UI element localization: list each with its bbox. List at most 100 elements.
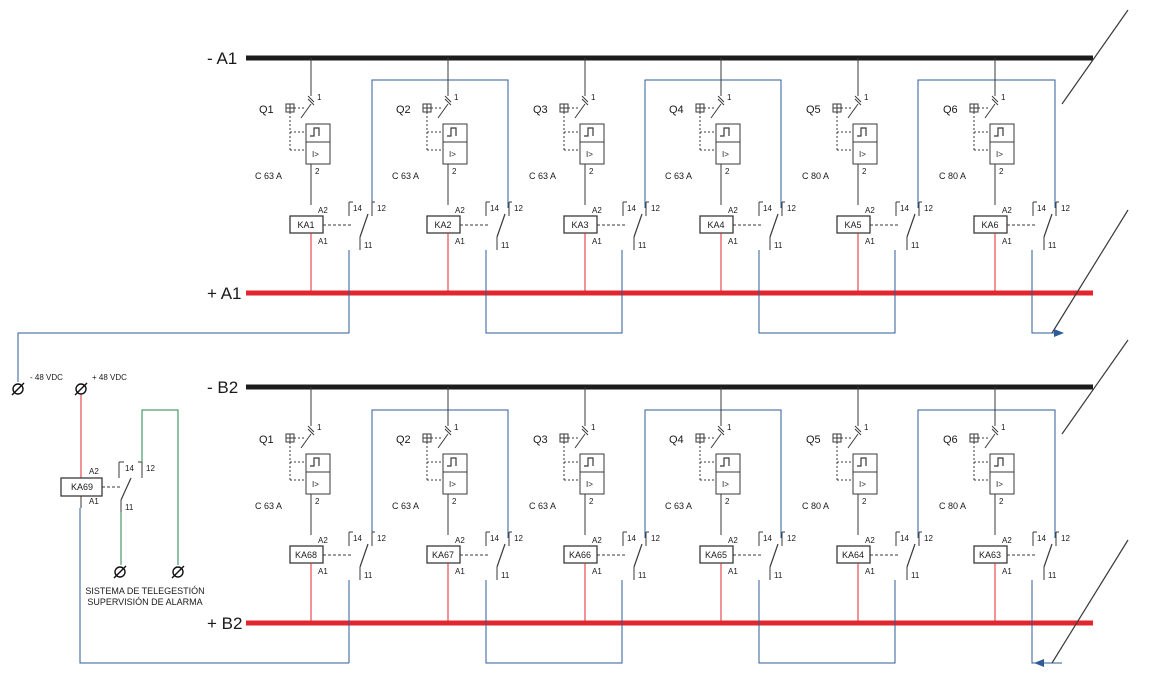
contact-terminal-12: 12 — [377, 204, 386, 213]
breaker-terminal-2: 2 — [725, 497, 730, 506]
terminal-mark — [717, 428, 725, 436]
coil-terminal-a2: A2 — [1002, 536, 1012, 545]
contact-terminal-12: 12 — [651, 534, 660, 543]
breaker-switch — [710, 103, 722, 119]
breaker-terminal-1: 1 — [864, 93, 869, 102]
coil-terminal-a2: A2 — [455, 206, 465, 215]
thermal-trip-icon — [305, 453, 331, 473]
positive-bus-label: + B2 — [207, 614, 242, 633]
terminal-mark — [444, 95, 452, 103]
contact-terminal-11: 11 — [1048, 571, 1057, 580]
contact-terminal-14: 14 — [627, 204, 636, 213]
loop-segment — [644, 79, 782, 208]
breaker-label: Q4 — [669, 434, 684, 446]
terminal-mark — [991, 428, 999, 436]
breaker-label: Q2 — [396, 104, 411, 116]
breaker-label: Q3 — [533, 434, 548, 446]
magnetic-trip-icon — [305, 471, 331, 495]
contact-blade — [906, 543, 916, 568]
terminal-mark — [307, 428, 315, 436]
breaker-rating: C 80 A — [802, 171, 829, 181]
breaker-rating: C 80 A — [939, 501, 966, 511]
bus-break-marker — [1051, 209, 1129, 334]
contact-blade — [769, 543, 779, 568]
positive-bus-label: + A1 — [207, 284, 242, 303]
relay-label: KA6 — [981, 220, 998, 230]
coil-terminal-a1: A1 — [728, 237, 738, 246]
thermal-trip-icon — [989, 453, 1015, 473]
loop-segment — [1031, 580, 1062, 664]
breaker-terminal-1: 1 — [591, 93, 596, 102]
breaker-terminal-1: 1 — [727, 93, 732, 102]
coil-terminal-a2: A2 — [318, 206, 328, 215]
coil-terminal-a2: A2 — [865, 536, 875, 545]
contact-blade — [906, 213, 916, 238]
breaker-terminal-1: 1 — [454, 423, 459, 432]
breaker-terminal-2: 2 — [452, 497, 457, 506]
relay-label: KA67 — [432, 550, 454, 560]
breaker-rating: C 80 A — [939, 171, 966, 181]
relay-label-ka69: KA69 — [71, 482, 93, 492]
terminal-mark — [854, 425, 862, 433]
terminal-mark — [854, 428, 862, 436]
thermal-trip-icon — [994, 127, 1004, 137]
supply-negative-wire — [17, 332, 349, 382]
terminal-mark — [307, 95, 315, 103]
coil-terminal-a1: A1 — [1002, 567, 1012, 576]
terminal-mark — [991, 425, 999, 433]
breaker-switch — [710, 433, 722, 449]
contact-terminal-14: 14 — [900, 534, 909, 543]
contact-terminal-12: 12 — [924, 534, 933, 543]
thermal-trip-icon — [442, 123, 468, 143]
magnetic-trip-icon — [579, 141, 605, 165]
coil-terminal-a1: A1 — [592, 237, 602, 246]
breaker-terminal-2: 2 — [725, 167, 730, 176]
bus-break-marker — [1061, 9, 1129, 105]
contact-terminal-11: 11 — [364, 241, 373, 250]
relay-label: KA63 — [979, 550, 1001, 560]
magnetic-trip-icon — [989, 141, 1015, 165]
contact-terminal-12: 12 — [787, 534, 796, 543]
thermal-trip-icon — [852, 453, 878, 473]
contact-blade — [633, 213, 643, 238]
contact-terminal-11: 11 — [501, 241, 510, 250]
terminal-mark — [717, 98, 725, 106]
terminal-mark — [717, 95, 725, 103]
negative-bus-label: - A1 — [207, 49, 237, 68]
breaker-label: Q5 — [806, 434, 821, 446]
coil-terminal-a1: A1 — [1002, 237, 1012, 246]
loop-segment — [371, 409, 509, 538]
contact-terminal-11: 11 — [911, 571, 920, 580]
breaker-terminal-1: 1 — [454, 93, 459, 102]
breaker-switch — [574, 433, 586, 449]
magnetic-trip-symbol: I> — [722, 150, 729, 159]
breaker-label: Q5 — [806, 104, 821, 116]
terminal-mark — [991, 95, 999, 103]
magnetic-trip-symbol: I> — [586, 480, 593, 489]
breaker-rating: C 63 A — [255, 171, 282, 181]
magnetic-trip-icon — [852, 141, 878, 165]
thermal-trip-icon — [720, 457, 730, 467]
breaker-terminal-1: 1 — [1001, 93, 1006, 102]
contact-terminal-14: 14 — [353, 534, 362, 543]
breaker-terminal-2: 2 — [315, 497, 320, 506]
magnetic-trip-symbol: I> — [312, 150, 319, 159]
breaker-rating: C 63 A — [529, 501, 556, 511]
loop-segment — [485, 250, 623, 334]
thermal-trip-icon — [857, 127, 867, 137]
relay-label: KA64 — [842, 550, 864, 560]
thermal-trip-icon — [442, 453, 468, 473]
ka69-terminal-12: 12 — [146, 464, 155, 473]
relay-label: KA2 — [434, 220, 451, 230]
contact-terminal-11: 11 — [364, 571, 373, 580]
breaker-switch — [300, 103, 312, 119]
breaker-terminal-2: 2 — [862, 167, 867, 176]
thermal-trip-icon — [447, 127, 457, 137]
magnetic-trip-icon — [442, 471, 468, 495]
contact-terminal-14: 14 — [490, 534, 499, 543]
breaker-terminal-2: 2 — [452, 167, 457, 176]
coil-terminal-a1: A1 — [455, 567, 465, 576]
